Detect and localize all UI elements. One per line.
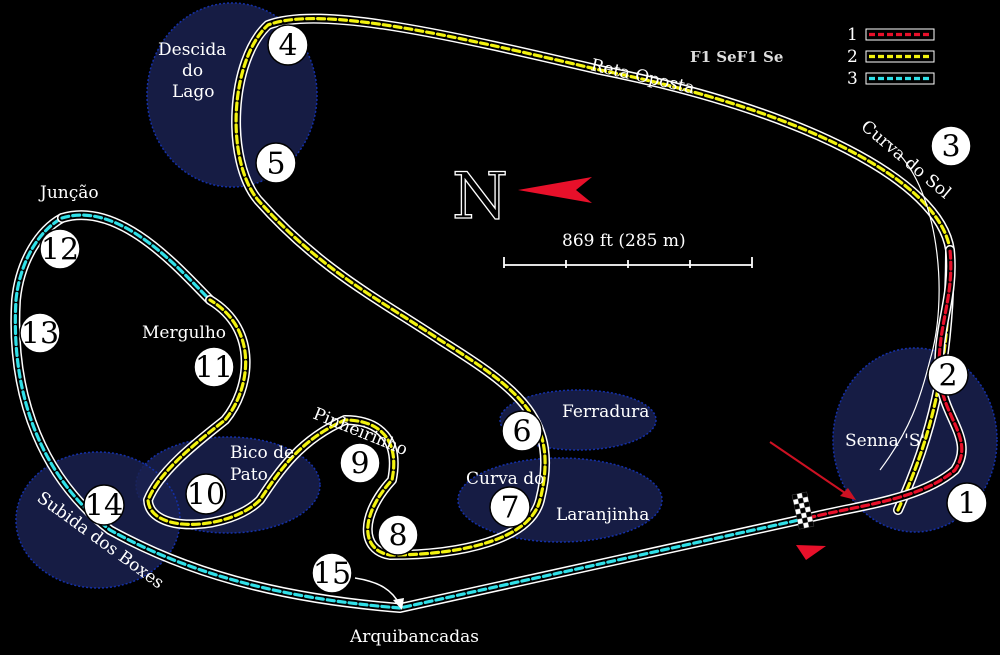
corner-number-10: 10 — [187, 478, 225, 513]
corner-number-15: 15 — [313, 557, 351, 592]
name-curva-do: Curva do — [466, 469, 544, 489]
north-letter: N — [452, 160, 508, 234]
scale-bar: 869 ft (285 m) — [503, 231, 753, 268]
corner-marker-15 — [311, 552, 353, 594]
turn-15-arrowhead-icon — [393, 598, 404, 610]
start-finish-line — [791, 491, 815, 530]
sector-legend: 123 — [847, 25, 935, 89]
name-descida-line1: Descida — [158, 40, 226, 60]
scale-label: 869 ft (285 m) — [562, 231, 686, 251]
corner-marker-3 — [930, 125, 972, 167]
legend-label-3: 3 — [847, 69, 858, 89]
corner-number-8: 8 — [388, 519, 407, 554]
corner-marker-13 — [19, 312, 61, 354]
corner-marker-10 — [185, 473, 227, 515]
corner-number-4: 4 — [278, 29, 297, 64]
track-stroke-sector2 — [146, 16, 952, 557]
corner-marker-8 — [377, 514, 419, 556]
corner-number-7: 7 — [500, 491, 519, 526]
corner-marker-14 — [83, 484, 125, 526]
name-ferradura: Ferradura — [562, 402, 649, 422]
corner-number-13: 13 — [21, 317, 59, 352]
name-reta-oposta: Reta Oposta — [589, 55, 697, 98]
corner-number-9: 9 — [350, 447, 369, 482]
speed-trap: F1 Speed trap — [712, 425, 856, 500]
name-descida-line3: Lago — [172, 82, 215, 102]
corner-marker-9 — [339, 442, 381, 484]
corner-marker-5 — [255, 142, 297, 184]
name-bico-line2: Pato — [230, 465, 268, 485]
track-stroke-sector3 — [60, 213, 212, 302]
corner-number-5: 5 — [266, 147, 285, 182]
corner-marker-4 — [267, 24, 309, 66]
track-stroke-sector3 — [57, 210, 215, 305]
track-stroke-sector3 — [58, 211, 214, 304]
corner-number-1: 1 — [957, 487, 976, 522]
north-arrow: N — [451, 159, 592, 235]
name-senna-s: Senna 'S' — [845, 431, 925, 451]
corner-number-2: 2 — [938, 359, 957, 394]
name-descida-line2: do — [182, 61, 203, 81]
corner-number-3: 3 — [941, 130, 960, 165]
watermark-text: F1 SeF1 Se — [690, 48, 783, 66]
scale-bar-line — [503, 257, 753, 268]
name-mergulho: Mergulho — [142, 323, 226, 343]
corner-marker-11 — [193, 346, 235, 388]
corner-marker-12 — [39, 228, 81, 270]
race-direction-icon — [796, 545, 826, 560]
legend-label-1: 1 — [847, 25, 858, 45]
corner-marker-1 — [946, 482, 988, 524]
name-arquibancadas: Arquibancadas — [349, 627, 479, 647]
name-juncao: Junção — [38, 183, 99, 203]
name-laranjinha: Laranjinha — [556, 505, 649, 525]
corner-marker-6 — [501, 410, 543, 452]
corner-marker-7 — [489, 486, 531, 528]
name-bico-line1: Bico de — [230, 443, 294, 463]
corner-number-14: 14 — [85, 489, 123, 524]
speed-trap-arrowhead-icon — [840, 488, 856, 500]
legend-label-2: 2 — [847, 47, 858, 67]
corner-marker-2 — [927, 354, 969, 396]
corner-number-11: 11 — [195, 351, 233, 386]
north-arrow-icon — [518, 177, 592, 203]
corner-number-6: 6 — [512, 415, 531, 450]
track-stroke-sector3 — [13, 216, 810, 610]
speed-trap-pointer — [769, 441, 849, 496]
corner-number-12: 12 — [41, 233, 79, 268]
track-stroke-sector1 — [806, 248, 964, 520]
pit-lane — [879, 154, 940, 471]
speed-trap-label: F1 Speed trap — [712, 425, 799, 439]
chequer-square — [807, 521, 815, 528]
